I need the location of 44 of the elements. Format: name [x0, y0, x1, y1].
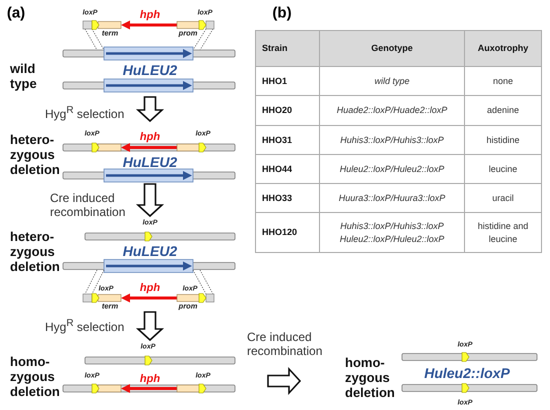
column-header: Genotype — [320, 30, 465, 67]
stage-label: homo- zygous deletion — [345, 356, 395, 401]
gene-name: HuLEU2 — [122, 62, 178, 78]
step-label: Cre induced recombination — [247, 330, 324, 359]
hollow-arrow — [136, 311, 164, 342]
genotype-text: Huhis3::loxP/Huhis3::loxP Huleu2::loxP/Huleu2::loxP — [320, 213, 465, 253]
gene-label: hph — [140, 9, 160, 21]
stage-label: hetero- zygous deletion — [10, 230, 60, 275]
column-header: Strain — [255, 30, 320, 67]
hollow-arrow — [136, 96, 164, 122]
genotype-text: wild type — [320, 67, 465, 96]
gene-name: HuLEU2 — [122, 243, 178, 259]
stage-label: homo- zygous deletion — [10, 355, 60, 400]
genotype-text: Huura3::loxP/Huura3::loxP — [320, 184, 465, 213]
hollow-arrow — [136, 183, 164, 218]
genotype-text: Huade2::loxP/Huade2::loxP — [320, 96, 465, 126]
strain-name: HHO44 — [255, 155, 320, 184]
gene-name: Huleu2::loxP — [424, 365, 510, 381]
auxotrophy-text: uracil — [465, 184, 542, 213]
auxotrophy-text: histidine — [465, 126, 542, 155]
gene-label: hph — [140, 282, 160, 294]
panel-letter: (a) — [6, 4, 26, 22]
auxotrophy-text: none — [465, 67, 542, 96]
step-label: Hyg$^{R}$ selection — [45, 318, 124, 334]
strain-name: HHO20 — [255, 96, 320, 126]
gene-name: HuLEU2 — [122, 154, 178, 170]
strain-name: HHO33 — [255, 184, 320, 213]
step-label: Cre induced recombination — [50, 191, 126, 220]
genotype-text: Huhis3::loxP/Huhis3::loxP — [320, 126, 465, 155]
auxotrophy-text: adenine — [465, 96, 542, 126]
hollow-arrow — [267, 366, 302, 396]
gene-label: hph — [140, 131, 160, 143]
strain-name: HHO1 — [255, 67, 320, 96]
stage-label: wild type — [10, 62, 37, 92]
column-header: Auxotrophy — [465, 30, 542, 67]
auxotrophy-text: leucine — [465, 155, 542, 184]
stage-label: hetero- zygous deletion — [10, 133, 60, 178]
genotype-text: Huleu2::loxP/Huleu2::loxP — [320, 155, 465, 184]
step-label: Hyg$^{R}$ selection — [45, 105, 124, 122]
auxotrophy-text: histidine and leucine — [465, 213, 542, 253]
panel-letter: (b) — [272, 4, 292, 22]
gene-label: hph — [140, 373, 160, 385]
strain-name: HHO120 — [255, 213, 320, 253]
strain-name: HHO31 — [255, 126, 320, 155]
